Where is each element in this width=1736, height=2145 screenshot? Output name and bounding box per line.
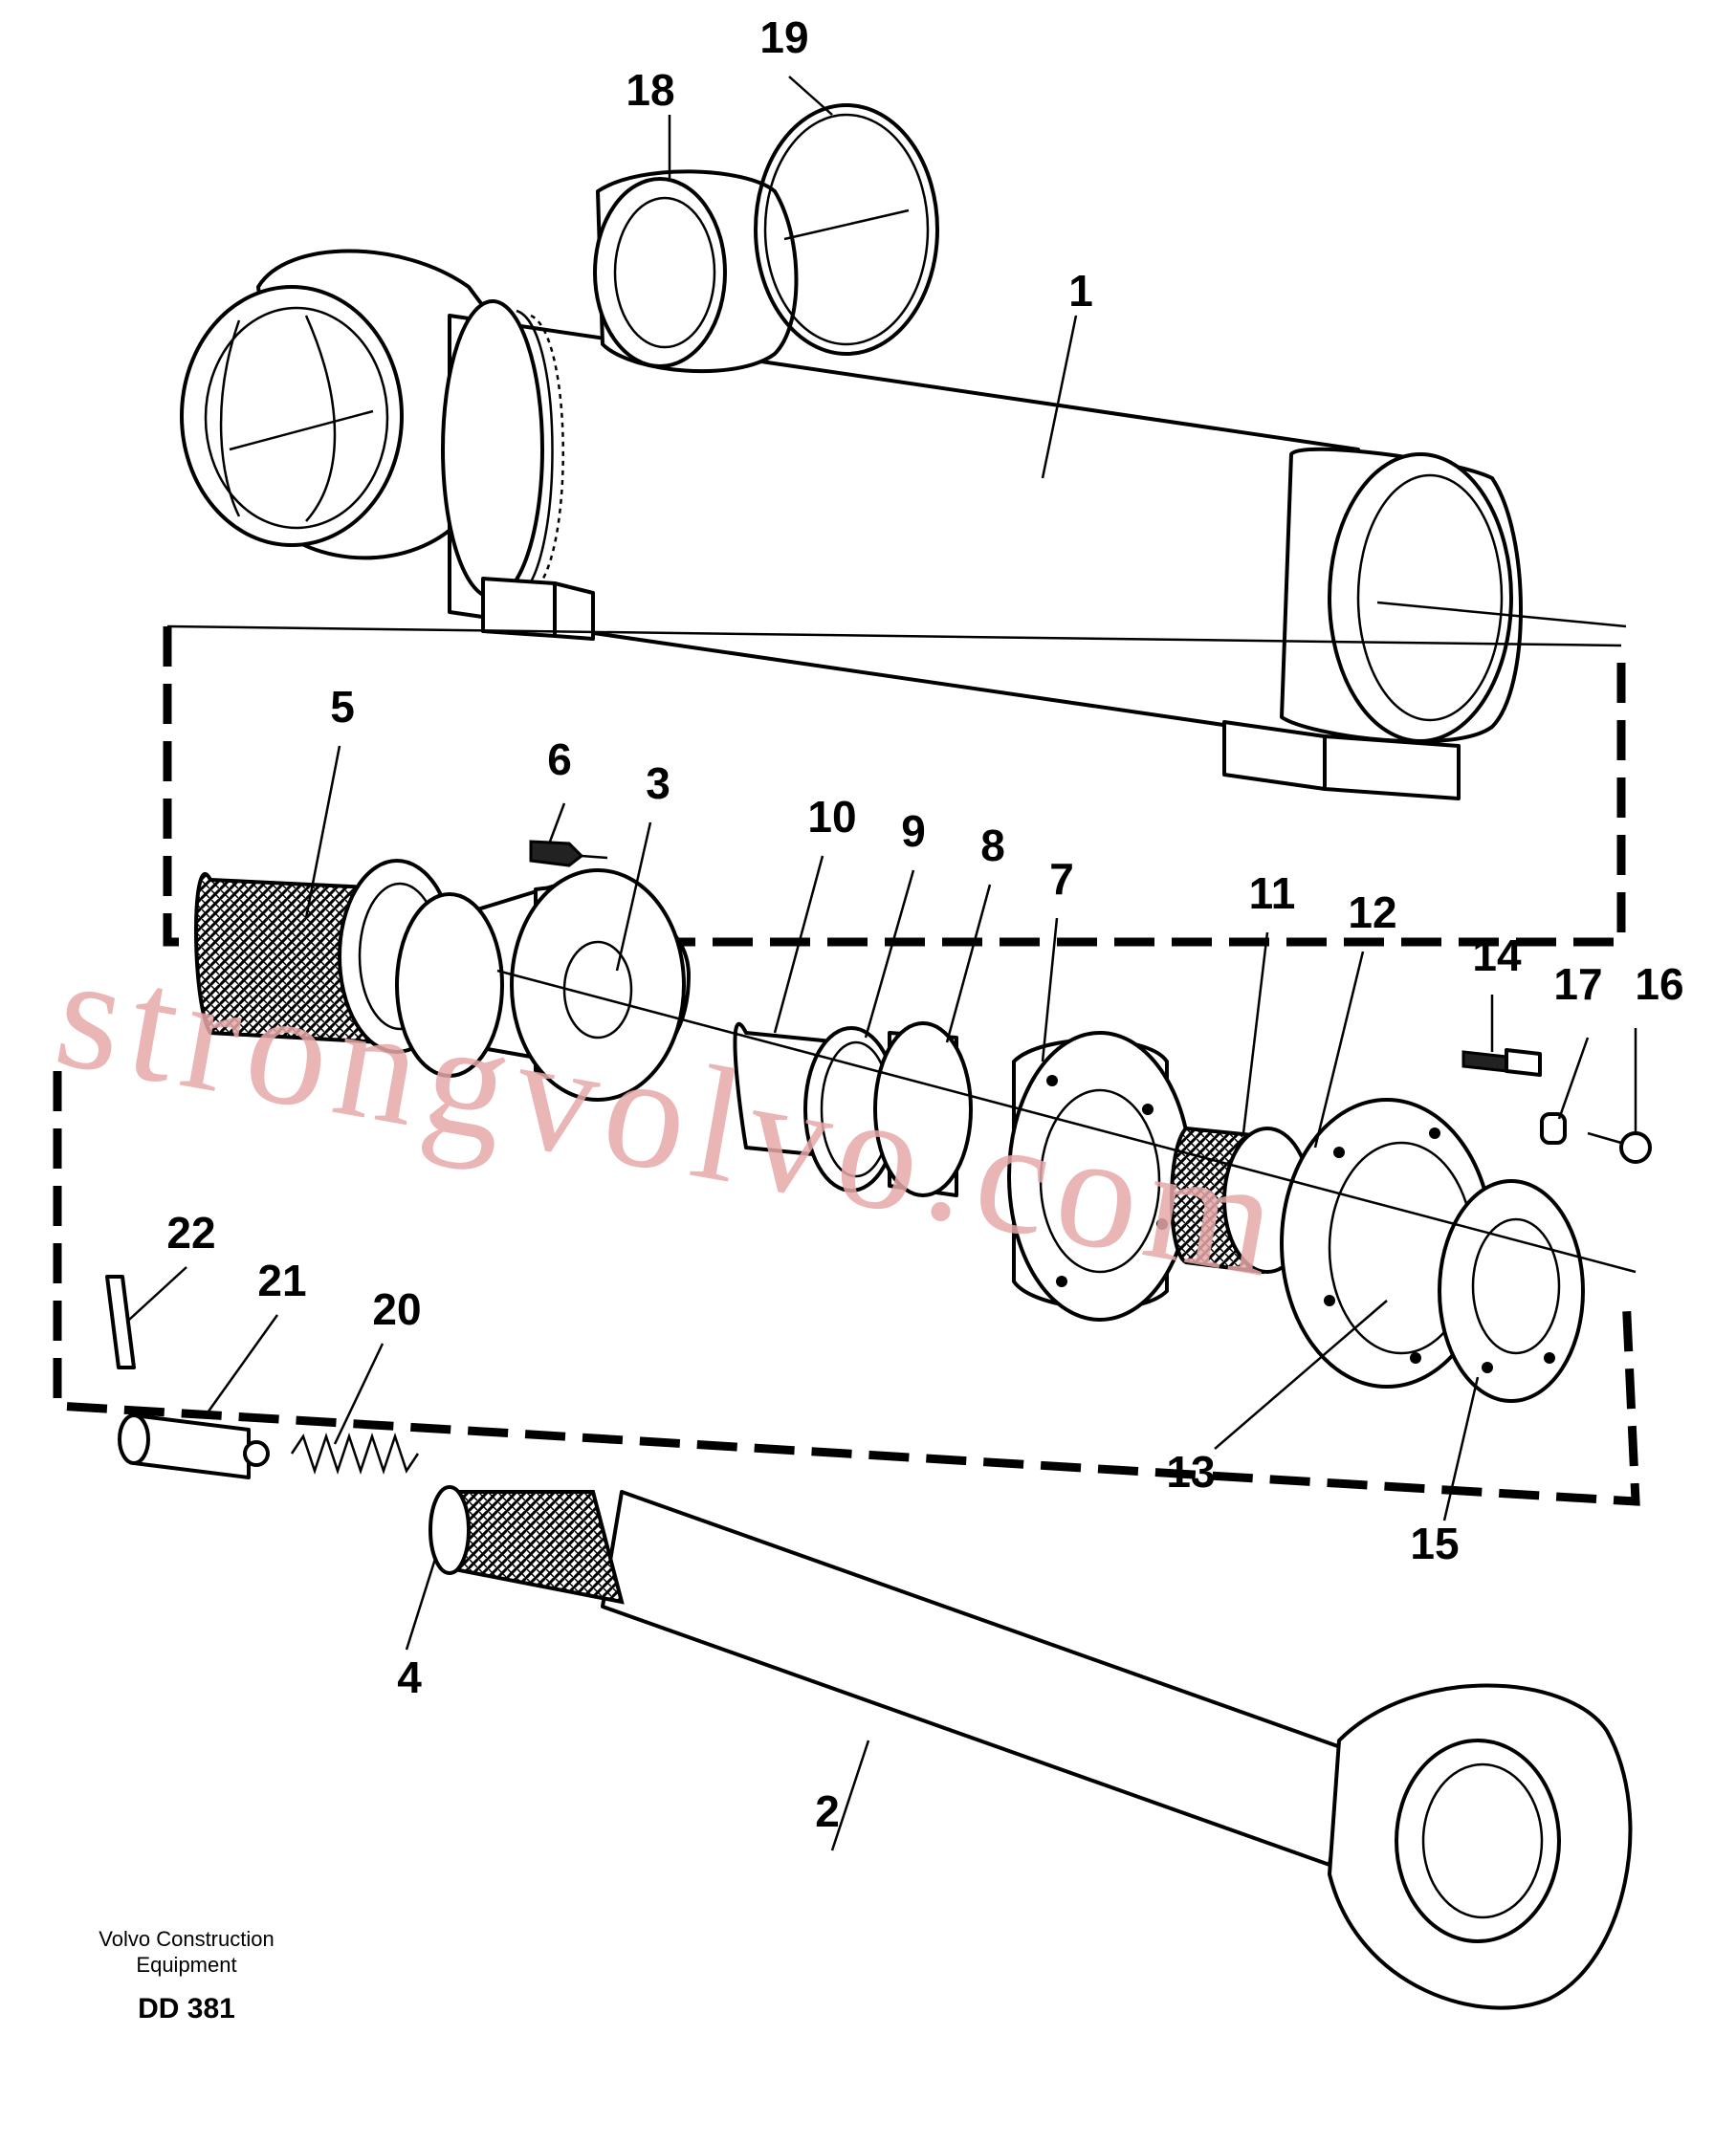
callout-20: 20 (372, 1284, 421, 1334)
callout-10: 10 (807, 792, 856, 842)
lock-washer-17 (1540, 1112, 1567, 1145)
seal-8 (873, 1021, 973, 1197)
callout-9: 9 (901, 806, 926, 856)
callout-11: 11 (1249, 868, 1296, 918)
callout-1: 1 (1068, 266, 1093, 316)
caption-line-2: Equipment (136, 1953, 236, 1977)
callout-6: 6 (547, 734, 572, 784)
caption-line-1: Volvo Construction (99, 1927, 274, 1951)
assembly-group-frame-lower (53, 1071, 1640, 1506)
callout-19: 19 (759, 12, 808, 62)
screw-16 (1587, 1131, 1652, 1164)
callout-18: 18 (626, 65, 674, 115)
spherical-bearing (593, 169, 799, 374)
callout-3: 3 (646, 758, 670, 808)
callout-14: 14 (1472, 930, 1522, 980)
cylinder-head-7 (1007, 1031, 1193, 1322)
pin-22 (105, 1275, 136, 1369)
callout-4: 4 (397, 1653, 422, 1702)
callout-2: 2 (815, 1786, 840, 1836)
wiper-ring-15 (1438, 1179, 1585, 1403)
screw-14 (1461, 1048, 1542, 1077)
drawing-code: DD 381 (138, 1993, 235, 2025)
callout-labels: 1 2 3 4 5 6 7 8 9 10 11 12 13 14 15 16 1… (166, 12, 1683, 1836)
circlip (754, 103, 939, 356)
spring-20 (290, 1433, 420, 1475)
piston-rod (429, 1485, 1633, 2010)
cylinder-tube (256, 249, 1627, 800)
assembly-group-frame-upper (163, 626, 1626, 947)
leader-lines (128, 76, 1637, 1851)
caption-block: Volvo Construction Equipment DD 381 (99, 1927, 274, 2025)
eye-bushing-left (180, 285, 404, 547)
plunger-21 (118, 1413, 270, 1479)
piston-3 (395, 868, 691, 1102)
callout-13: 13 (1166, 1447, 1215, 1497)
callout-5: 5 (330, 682, 355, 732)
callout-15: 15 (1410, 1519, 1459, 1568)
callout-22: 22 (166, 1208, 215, 1258)
piston-seal-kit-5 (194, 859, 456, 1054)
set-screw-6 (529, 840, 608, 867)
callout-16: 16 (1635, 959, 1683, 1009)
callout-7: 7 (1049, 854, 1074, 904)
callout-12: 12 (1348, 887, 1396, 937)
callout-8: 8 (980, 821, 1005, 870)
callout-21: 21 (257, 1256, 306, 1305)
callout-17: 17 (1553, 959, 1602, 1009)
